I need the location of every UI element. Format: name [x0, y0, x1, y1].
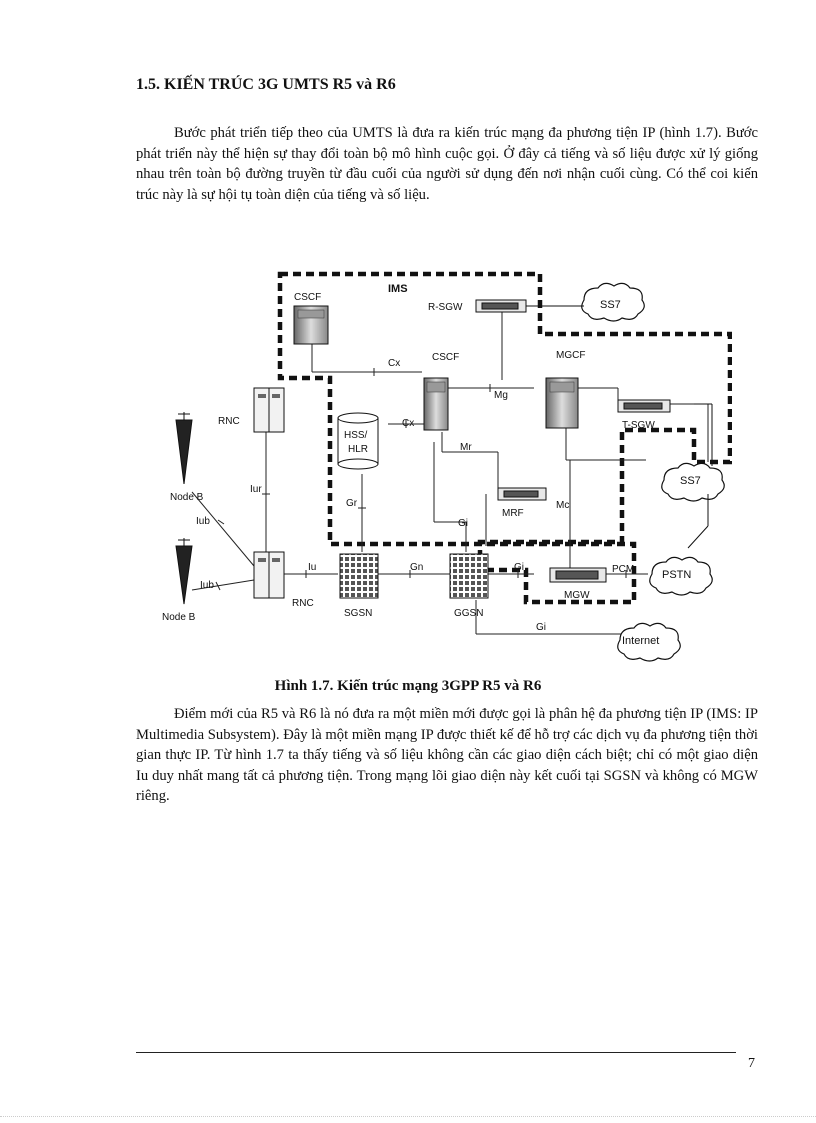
node-b-tower-bottom [175, 538, 193, 605]
rnc-cabinet-bottom [253, 551, 285, 599]
label-cscf: CSCF [432, 352, 459, 363]
label-mr: Mr [460, 442, 472, 453]
pstn-cloud [649, 556, 713, 596]
label-rnc-bottom: RNC [292, 598, 314, 609]
ss7-top-cloud [581, 282, 645, 322]
label-sgsn: SGSN [344, 608, 372, 619]
label-pcm: PCM [612, 564, 634, 575]
figure-caption: Hình 1.7. Kiến trúc mạng 3GPP R5 và R6 [274, 678, 542, 694]
label-ggsn: GGSN [454, 608, 483, 619]
intro-paragraph: Bước phát triển tiếp theo của UMTS là đư… [136, 125, 758, 203]
label-iub-2: Iub [200, 580, 214, 591]
hss-hlr-database [337, 412, 379, 470]
label-ss7-right: SS7 [680, 475, 701, 487]
label-hss: HSS/ [344, 430, 368, 441]
node-b-tower-top [175, 412, 193, 485]
label-iub-1: Iub [196, 516, 210, 527]
label-cx-2: Cx [402, 418, 414, 429]
ims-paragraph: Điểm mới của R5 và R6 là nó đưa ra một m… [136, 706, 758, 804]
label-gi-internet: Gi [536, 622, 546, 633]
label-cx-1: Cx [388, 358, 400, 369]
label-r-sgw: R-SGW [428, 302, 463, 313]
label-mrf: MRF [502, 508, 524, 519]
label-mgcf: MGCF [556, 350, 585, 361]
page-number: 7 [748, 1056, 755, 1071]
label-pstn: PSTN [662, 569, 691, 581]
network-architecture-diagram: IMS CSCF R-SGW SS7 MGCF Cx CSCF Mg Cx T-… [162, 271, 732, 662]
label-rnc-top: RNC [218, 416, 240, 427]
label-node-b-top: Node B [170, 492, 204, 503]
label-t-sgw: T-SGW [622, 420, 655, 431]
label-mg: Mg [494, 390, 508, 401]
label-ss7-top: SS7 [600, 299, 621, 311]
ggsn-node [449, 553, 489, 599]
sgsn-node [339, 553, 379, 599]
label-internet: Internet [622, 635, 659, 647]
label-gi-mgw: Gi [514, 562, 524, 573]
rnc-cabinet-top [253, 387, 285, 433]
label-mgw: MGW [564, 590, 590, 601]
ims-boundary [277, 271, 732, 605]
label-gn: Gn [410, 562, 423, 573]
internet-cloud [617, 622, 681, 662]
label-node-b-bottom: Node B [162, 612, 196, 623]
label-gi-mrf: Gi [458, 518, 468, 529]
footer-divider [136, 1052, 736, 1053]
label-iur: Iur [250, 484, 262, 495]
page-bottom-edge [0, 1116, 816, 1117]
ss7-right-cloud [661, 462, 725, 502]
label-cscf-top: CSCF [294, 292, 321, 303]
section-heading: 1.5. KIẾN TRÚC 3G UMTS R5 và R6 [136, 76, 396, 93]
label-mc: Mc [556, 500, 569, 511]
label-ims: IMS [388, 283, 408, 295]
label-iu: Iu [308, 562, 316, 573]
label-hlr: HLR [348, 444, 368, 455]
label-gr: Gr [346, 498, 358, 509]
